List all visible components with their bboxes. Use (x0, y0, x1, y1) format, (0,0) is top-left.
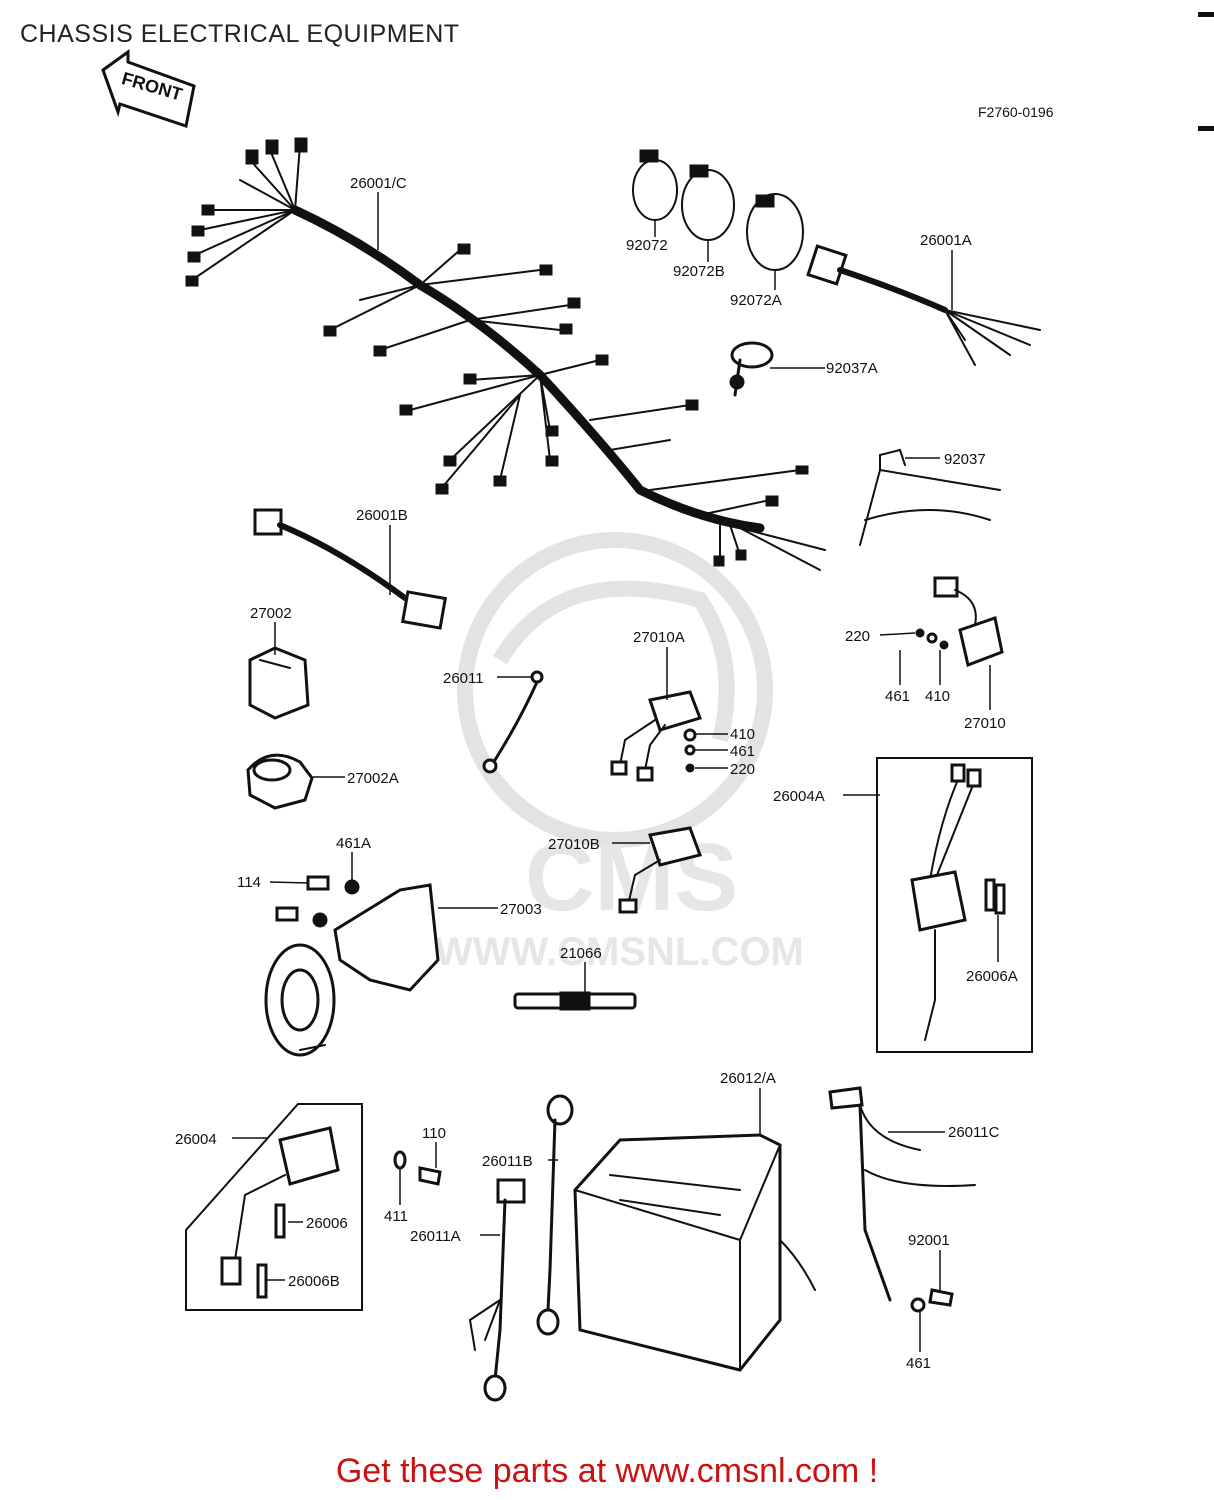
unit-27010b (618, 826, 702, 914)
edge-registration-mark (1198, 12, 1214, 17)
callout-21066: 21066 (560, 945, 602, 962)
callout-461a: 461A (336, 835, 371, 852)
callout-27010b: 27010B (548, 836, 600, 853)
lead-26011 (482, 670, 544, 774)
boot-92072a (746, 193, 804, 271)
callout-26006a: 26006A (966, 968, 1018, 985)
callout-27010: 27010 (964, 715, 1006, 732)
fuse-box-26004a (876, 757, 1033, 1053)
battery-26012a (573, 1133, 816, 1372)
callout-26006: 26006 (306, 1215, 348, 1232)
callout-92037: 92037 (944, 451, 986, 468)
unit-27010a (610, 690, 702, 782)
sub-harness-26001a (806, 244, 1041, 366)
callout-26006b: 26006B (288, 1273, 340, 1290)
callout-461-a: 461 (730, 743, 755, 760)
fuse-21066 (513, 991, 637, 1011)
callout-92037a: 92037A (826, 360, 878, 377)
battery-lead-26011a (468, 1178, 526, 1402)
boot-92072b (681, 169, 735, 241)
callout-461-c: 461 (906, 1355, 931, 1372)
watermark-helmet-logo (457, 532, 773, 848)
callout-114: 114 (237, 874, 261, 891)
bolt-110 (418, 1166, 442, 1186)
relay-27002 (248, 646, 310, 720)
unit-27010 (915, 576, 1004, 668)
horn-27003 (264, 875, 440, 1057)
callout-26011a: 26011A (410, 1228, 461, 1245)
footer-link-text[interactable]: Get these parts at www.cmsnl.com ! (335, 1452, 879, 1490)
clamp-92037a (729, 341, 774, 397)
callout-27002: 27002 (250, 605, 292, 622)
callout-26011b: 26011B (482, 1153, 533, 1170)
callout-27003: 27003 (500, 901, 542, 918)
callout-26001-c: 26001/C (350, 175, 407, 192)
watermark: CMS WWW.CMSNL.COM (435, 532, 804, 974)
clamp-92037 (859, 448, 1001, 546)
fuse-box-26004 (185, 1103, 363, 1311)
front-arrow: FRONT (101, 49, 196, 128)
callout-110: 110 (422, 1125, 446, 1142)
callout-26011: 26011 (443, 670, 484, 687)
callout-92072: 92072 (626, 237, 668, 254)
watermark-helmet-visor (493, 580, 735, 742)
callout-26011c: 26011C (948, 1124, 1000, 1141)
leader-lines (232, 192, 999, 1352)
washer-411 (393, 1150, 407, 1170)
callout-26004a: 26004A (773, 788, 825, 805)
callout-410-b: 410 (925, 688, 950, 705)
main-wiring-harness (185, 137, 826, 571)
callout-27002a: 27002A (347, 770, 399, 787)
callout-92072a: 92072A (730, 292, 782, 309)
callout-labels: 26001/C 92072 92072B 92072A 26001A 92037… (175, 175, 1018, 1372)
edge-registration-mark (1198, 126, 1214, 131)
callout-26001b: 26001B (356, 507, 408, 524)
relay-27002a (246, 753, 314, 810)
callout-92072b: 92072B (673, 263, 725, 280)
ground-lead-26011c (828, 1086, 976, 1313)
callout-26012-a: 26012/A (720, 1070, 776, 1087)
callout-220-b: 220 (845, 628, 870, 645)
callout-220-a: 220 (730, 761, 755, 778)
callout-26001a: 26001A (920, 232, 972, 249)
callout-26004: 26004 (175, 1131, 217, 1148)
battery-lead-26011b (536, 1094, 574, 1336)
callout-27010a: 27010A (633, 629, 685, 646)
callout-410-a: 410 (730, 726, 755, 743)
boot-92072 (632, 159, 678, 221)
drawing-number: F2760-0196 (978, 104, 1054, 120)
callout-411: 411 (384, 1208, 408, 1225)
callout-92001: 92001 (908, 1232, 950, 1249)
page-title: CHASSIS ELECTRICAL EQUIPMENT (20, 20, 460, 48)
callout-461-b: 461 (885, 688, 910, 705)
watermark-url: WWW.CMSNL.COM (435, 930, 804, 974)
